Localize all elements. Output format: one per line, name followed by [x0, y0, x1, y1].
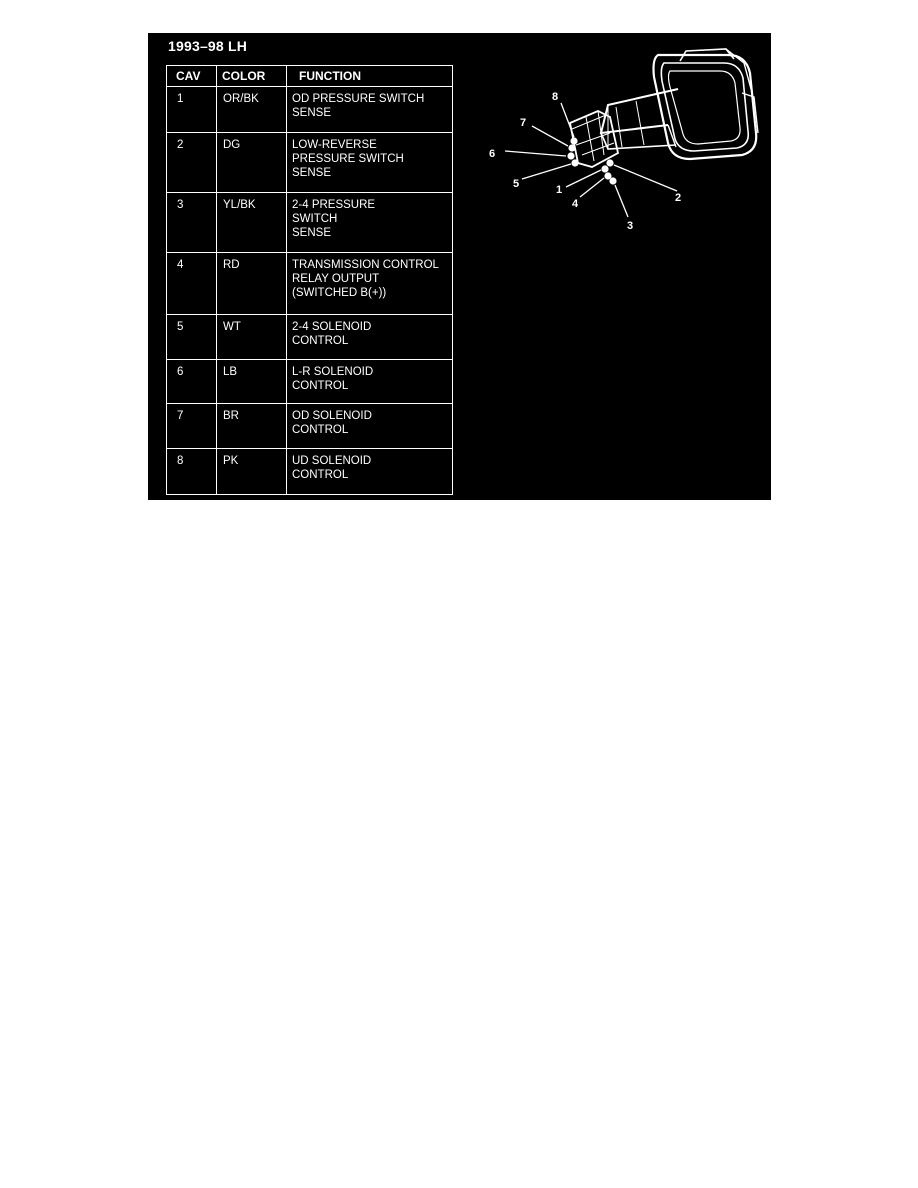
cell-function: LOW-REVERSE PRESSURE SWITCH SENSE: [286, 132, 453, 193]
header-color: COLOR: [216, 65, 287, 87]
cell-function: OD PRESSURE SWITCH SENSE: [286, 86, 453, 133]
pin-cavities: [567, 137, 617, 185]
function-line: CONTROL: [292, 469, 349, 481]
cavity-1-dot: [601, 165, 609, 173]
cell-color: BR: [216, 403, 287, 449]
pin-label-1: 1: [556, 184, 562, 196]
cavity-8-dot: [570, 137, 578, 145]
diagram-title: 1993–98 LH: [168, 38, 248, 54]
cell-cav: 3: [166, 192, 217, 253]
function-line: (SWITCHED B(+)): [292, 287, 387, 299]
function-line: SENSE: [292, 107, 331, 119]
cell-cav: 2: [166, 132, 217, 193]
cell-function: L-R SOLENOID CONTROL: [286, 359, 453, 404]
connector-illustration: 8 7 6 5 1 4 2 3: [489, 48, 759, 232]
pin-label-7: 7: [520, 117, 526, 129]
function-line: 2-4 PRESSURE: [292, 199, 376, 211]
leader-lines: [504, 102, 678, 218]
cell-color: LB: [216, 359, 287, 404]
cell-cav: 7: [166, 403, 217, 449]
function-line: OD SOLENOID: [292, 410, 372, 422]
function-line: CONTROL: [292, 424, 349, 436]
connector-face: [568, 110, 620, 168]
cavity-7-dot: [568, 144, 576, 152]
cavity-5-dot: [571, 159, 579, 167]
cell-color: WT: [216, 314, 287, 360]
header-function: FUNCTION: [286, 65, 453, 87]
pin-label-8: 8: [552, 91, 558, 103]
function-line: CONTROL: [292, 335, 349, 347]
function-line: LOW-REVERSE: [292, 139, 377, 151]
cell-cav: 5: [166, 314, 217, 360]
cell-function: TRANSMISSION CONTROL RELAY OUTPUT (SWITCHE…: [286, 252, 453, 315]
function-line: TRANSMISSION CONTROL: [292, 259, 439, 271]
connector-flange: [652, 48, 759, 161]
table-header-row: CAV COLOR FUNCTION: [166, 65, 453, 87]
pin-label-2: 2: [675, 192, 681, 204]
function-line: CONTROL: [292, 380, 349, 392]
function-line: L-R SOLENOID: [292, 366, 374, 378]
pin-label-6: 6: [489, 148, 495, 160]
cell-cav: 8: [166, 448, 217, 495]
function-line: OD PRESSURE SWITCH: [292, 93, 425, 105]
cell-color: YL/BK: [216, 192, 287, 253]
function-line: PRESSURE SWITCH: [292, 153, 404, 165]
pin-label-4: 4: [572, 198, 579, 210]
cavity-6-dot: [567, 152, 575, 160]
pin-label-5: 5: [513, 178, 519, 190]
cavity-3-dot: [609, 177, 617, 185]
connector-body: [599, 88, 679, 150]
cell-color: PK: [216, 448, 287, 495]
pin-label-3: 3: [627, 220, 633, 232]
cell-color: DG: [216, 132, 287, 193]
cell-function: 2-4 PRESSURE SWITCH SENSE: [286, 192, 453, 253]
function-line: SENSE: [292, 167, 331, 179]
function-line: SWITCH: [292, 213, 338, 225]
cell-color: OR/BK: [216, 86, 287, 133]
cell-function: UD SOLENOID CONTROL: [286, 448, 453, 495]
function-line: 2-4 SOLENOID: [292, 321, 372, 333]
cell-color: RD: [216, 252, 287, 315]
cell-cav: 1: [166, 86, 217, 133]
cell-function: 2-4 SOLENOID CONTROL: [286, 314, 453, 360]
cell-cav: 6: [166, 359, 217, 404]
header-cav: CAV: [166, 65, 217, 87]
function-line: UD SOLENOID: [292, 455, 372, 467]
function-line: RELAY OUTPUT: [292, 273, 380, 285]
cavity-4-dot: [604, 172, 612, 180]
cell-cav: 4: [166, 252, 217, 315]
cell-function: OD SOLENOID CONTROL: [286, 403, 453, 449]
cavity-2-dot: [606, 159, 614, 167]
function-line: SENSE: [292, 227, 331, 239]
